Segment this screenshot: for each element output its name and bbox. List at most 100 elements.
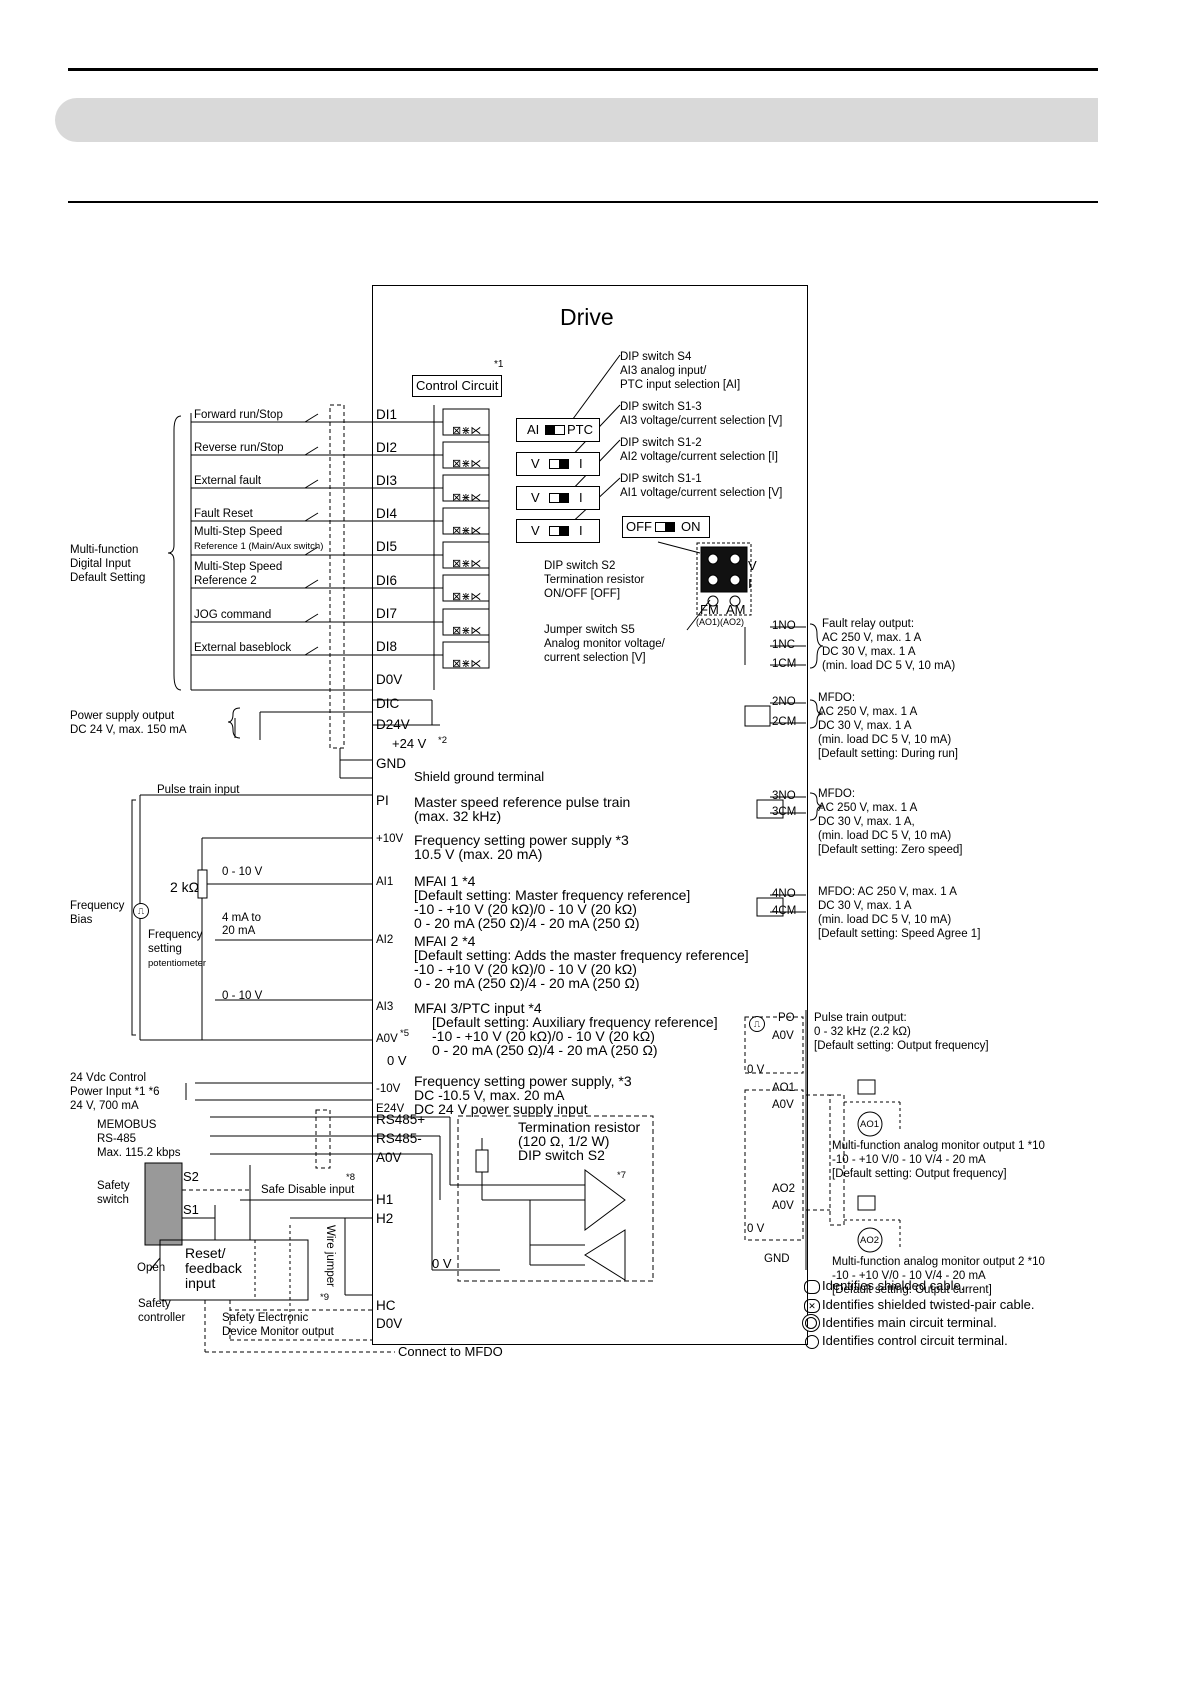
terminal-gnd: GND bbox=[376, 756, 406, 771]
jumper-i: I bbox=[748, 576, 752, 591]
top-rule bbox=[68, 68, 1098, 71]
fault-relay-4: (min. load DC 5 V, 10 mA) bbox=[822, 660, 956, 672]
mfai1-line1: [Default setting: Master frequency refer… bbox=[414, 887, 691, 903]
terminal-1cm: 1CM bbox=[772, 658, 797, 670]
control-terminal-icon bbox=[805, 1335, 819, 1349]
ao1-desc-2: -10 - +10 V/0 - 10 V/4 - 20 mA bbox=[832, 1154, 986, 1166]
memobus-2: RS-485 bbox=[97, 1133, 136, 1145]
dip-switch-s1-3[interactable]: V I bbox=[516, 452, 600, 476]
terminal-e24v: E24V bbox=[376, 1103, 405, 1115]
mfdo3-1: MFDO: bbox=[818, 788, 856, 800]
terminal-1nc: 1NC bbox=[772, 639, 796, 651]
term-resistor-2: (120 Ω, 1/2 W) bbox=[518, 1133, 610, 1149]
pot-2k: 2 kΩ bbox=[170, 879, 200, 895]
master-speed-2: (max. 32 kHz) bbox=[414, 808, 502, 824]
optocoupler-icon: ⊠⋇⋉ bbox=[452, 458, 482, 471]
switch-slider-icon bbox=[655, 522, 675, 532]
jumper-ao-labels: (AO1)(AO2) bbox=[696, 617, 745, 627]
freq-pot-1: Frequency bbox=[148, 929, 203, 941]
input-label-msr2: Multi-Step Speed bbox=[194, 561, 283, 573]
terminal-2cm: 2CM bbox=[772, 716, 797, 728]
dip-s1-2-2: AI2 voltage/current selection [I] bbox=[620, 451, 778, 463]
v-0-10-a: 0 - 10 V bbox=[222, 866, 263, 878]
dip-switch-s1-2[interactable]: V I bbox=[516, 486, 600, 510]
optocoupler-icon: ⊠⋇⋉ bbox=[452, 558, 482, 571]
terminal-ai2: AI2 bbox=[376, 934, 394, 946]
zero-v2-label: 0 V bbox=[432, 1256, 452, 1271]
pulse-source-icon: ⎍ bbox=[133, 903, 149, 919]
dip-switch-s2[interactable]: OFF ON bbox=[622, 516, 710, 538]
switch-slider-icon bbox=[549, 493, 569, 503]
pulse-out-3: [Default setting: Output frequency] bbox=[814, 1040, 989, 1052]
dip-switch-s4[interactable]: AI PTC bbox=[516, 418, 600, 442]
optocoupler-icon: ⊠⋇⋉ bbox=[452, 624, 482, 637]
shield-ground-label: Shield ground terminal bbox=[414, 769, 545, 784]
pulse-train-input-label: Pulse train input bbox=[157, 784, 240, 796]
control-circuit-label: Control Circuit bbox=[412, 375, 503, 397]
terminal-ai3: AI3 bbox=[376, 1001, 394, 1013]
terminal-di1: DI1 bbox=[376, 407, 398, 422]
fault-relay-1: Fault relay output: bbox=[822, 618, 915, 630]
term-resistor-1: Termination resistor bbox=[518, 1119, 641, 1135]
s2-label: S2 bbox=[183, 1169, 199, 1184]
main-terminal-icon bbox=[805, 1317, 817, 1329]
dip-switch-s1-1[interactable]: V I bbox=[516, 519, 600, 543]
shielded-cable-icon bbox=[804, 1280, 820, 1294]
terminal-pi: PI bbox=[376, 793, 389, 808]
e24v-desc: DC 24 V power supply input bbox=[414, 1101, 588, 1117]
mfdo4-2: DC 30 V, max. 1 A bbox=[818, 900, 912, 912]
terminal-di3: DI3 bbox=[376, 473, 398, 488]
drive-frame bbox=[372, 285, 808, 1345]
terminal-a0v-ao2: A0V bbox=[772, 1200, 794, 1212]
input-label-reverse: Reverse run/Stop bbox=[194, 442, 284, 454]
control-power-2: Power Input *1 *6 bbox=[70, 1086, 160, 1098]
terminal-a0v-ao1: A0V bbox=[772, 1099, 794, 1111]
terminal-d0v: D0V bbox=[376, 672, 403, 687]
freq-bias-2: Bias bbox=[70, 914, 93, 926]
terminal-di2: DI2 bbox=[376, 440, 398, 455]
mfdo2-1: MFDO: bbox=[818, 692, 856, 704]
input-lines bbox=[191, 421, 372, 656]
terminal-di7: DI7 bbox=[376, 606, 398, 621]
opto-glyphs: ⊠⋇⋉ ⊠⋇⋉ ⊠⋇⋉ ⊠⋇⋉ ⊠⋇⋉ ⊠⋇⋉ ⊠⋇⋉ ⊠⋇⋉ bbox=[452, 415, 481, 681]
terminal-di4: DI4 bbox=[376, 506, 398, 521]
jumper-am: AM bbox=[726, 602, 746, 617]
multi-function-label-3: Default Setting bbox=[70, 572, 146, 584]
dip-s4-3: PTC input selection [AI] bbox=[620, 379, 741, 391]
header-rule bbox=[68, 201, 1098, 203]
input-contacts bbox=[304, 413, 319, 656]
note-9: *9 bbox=[320, 1292, 329, 1303]
reset-feedback-3: input bbox=[185, 1275, 216, 1291]
terminal-h1: H1 bbox=[376, 1192, 394, 1207]
mfai1-title: MFAI 1 *4 bbox=[414, 873, 476, 889]
master-speed-1: Master speed reference pulse train bbox=[414, 794, 631, 810]
switch-slider-icon bbox=[545, 425, 565, 435]
pulse-output-icon: ⎍ bbox=[749, 1016, 765, 1032]
multi-function-label-1: Multi-function bbox=[70, 544, 139, 556]
mfdo3-2: AC 250 V, max. 1 A bbox=[818, 802, 918, 814]
dip-s2-2: Termination resistor bbox=[544, 574, 645, 586]
terminal-d0v2: D0V bbox=[376, 1316, 403, 1331]
terminal-2no: 2NO bbox=[772, 696, 796, 708]
mfai2-line1: [Default setting: Adds the master freque… bbox=[414, 947, 749, 963]
terminal-h2: H2 bbox=[376, 1211, 394, 1226]
v-0-10-b: 0 - 10 V bbox=[222, 990, 263, 1002]
optocoupler-icon: ⊠⋇⋉ bbox=[452, 658, 482, 671]
terminal-a0v2: A0V bbox=[376, 1150, 402, 1165]
power-supply-output-2: DC 24 V, max. 150 mA bbox=[70, 724, 187, 736]
dip-s1-3-2: AI3 voltage/current selection [V] bbox=[620, 415, 783, 427]
safety-switch-2: switch bbox=[97, 1194, 129, 1206]
optocouplers bbox=[372, 405, 490, 690]
terminal-di5: DI5 bbox=[376, 539, 398, 554]
reset-feedback-2: feedback bbox=[185, 1260, 242, 1276]
mfdo2-3: DC 30 V, max. 1 A bbox=[818, 720, 912, 732]
note-8: *8 bbox=[346, 1172, 355, 1183]
terminal-4no: 4NO bbox=[772, 888, 796, 900]
safety-controller-1: Safety bbox=[138, 1298, 171, 1310]
terminal-rs485p: RS485+ bbox=[376, 1112, 426, 1127]
freq-pot-3: potentiometer bbox=[148, 958, 207, 969]
open-label: Open bbox=[137, 1262, 166, 1274]
terminal-1no: 1NO bbox=[772, 620, 796, 632]
sedm-1: Safety Electronic bbox=[222, 1312, 309, 1324]
ao2-desc-3: [Default setting: Output current] bbox=[832, 1284, 992, 1296]
